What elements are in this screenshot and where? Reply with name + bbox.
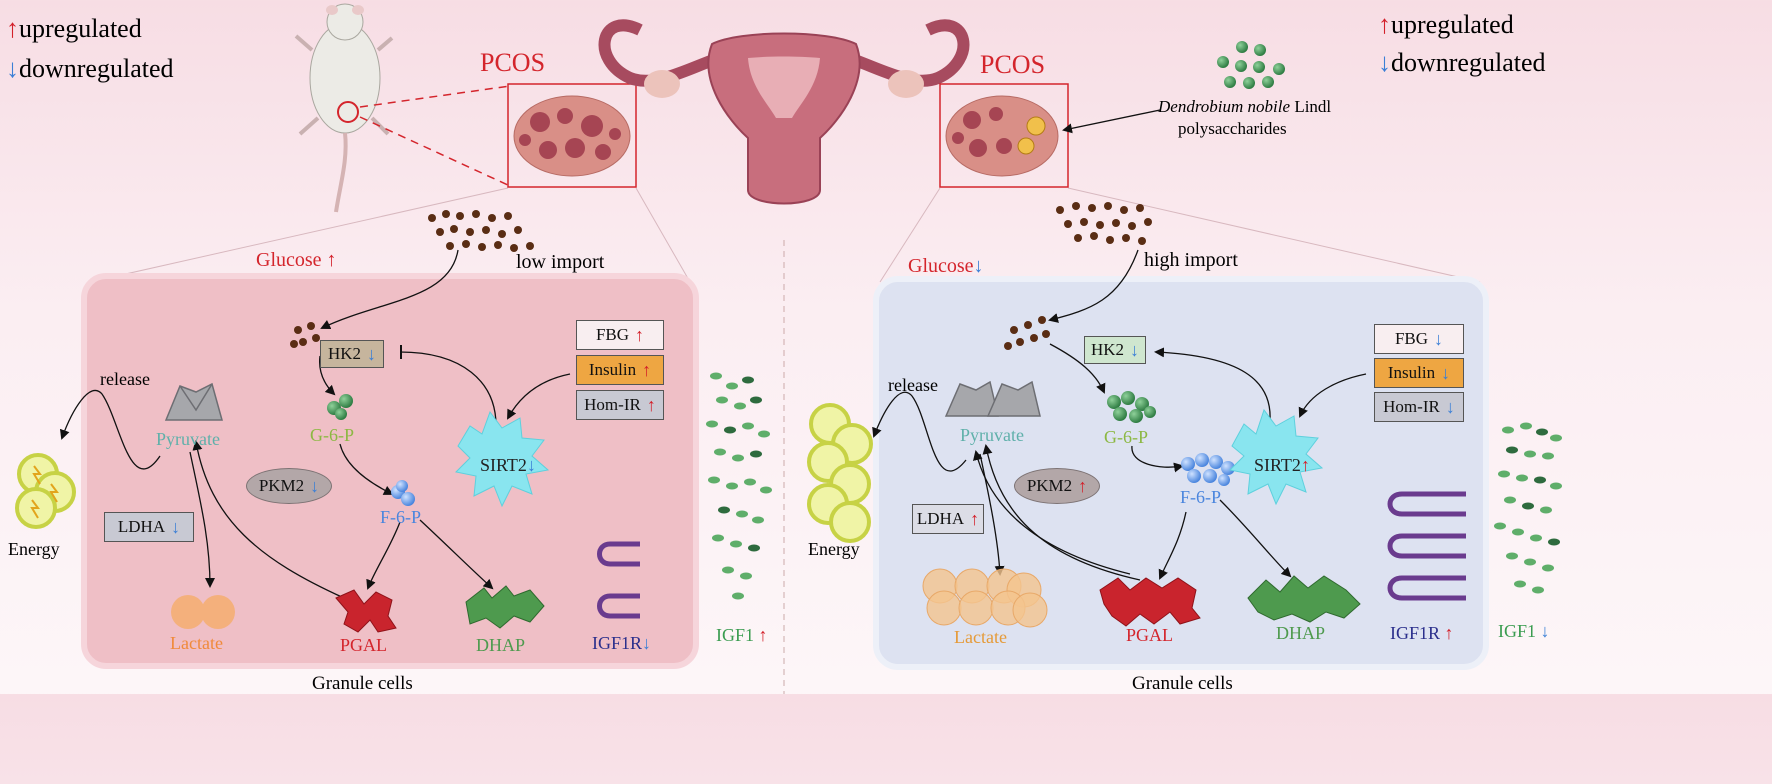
pyruvate-molecule-icon	[164, 382, 223, 421]
lactate-right-icon	[922, 568, 1048, 628]
igf1-particles-right-icon	[1494, 422, 1562, 594]
legend-upregulated-right: ↑upregulated	[1378, 10, 1514, 39]
left-ldha-box: LDHA↓	[104, 512, 194, 542]
sirt2-right-icon	[1228, 408, 1324, 506]
right-release-label: release	[888, 375, 938, 395]
left-homir-box: Hom-IR↑	[576, 390, 664, 420]
right-igf1r-label: IGF1R ↑	[1390, 623, 1454, 643]
right-igf1-label: IGF1 ↓	[1498, 621, 1550, 641]
left-pgal-label: PGAL	[340, 635, 388, 655]
left-igf1-label: IGF1 ↑	[716, 625, 768, 645]
energy-cells-icon	[15, 453, 76, 529]
right-pyruvate-label: Pyruvate	[960, 425, 1024, 445]
f6p-molecule-icon	[391, 480, 415, 506]
rat-icon	[294, 3, 394, 213]
g6p-molecule-icon	[327, 394, 353, 420]
left-release-label: release	[100, 369, 150, 389]
right-energy-label: Energy	[808, 539, 860, 559]
igf1r-receptor-icon	[597, 541, 640, 619]
left-glucose-label: Glucose ↑	[256, 249, 337, 271]
left-fbg-box: FBG↑	[576, 320, 664, 350]
igf1r-receptor-right-icon	[1387, 491, 1466, 601]
left-insulin-box: Insulin↑	[576, 355, 664, 385]
dhap-icon	[465, 585, 545, 629]
left-import-label: low import	[516, 251, 605, 273]
dhap-right-icon	[1247, 575, 1361, 623]
legend-downregulated-right: ↓downregulated	[1378, 48, 1546, 77]
right-lactate-label: Lactate	[954, 627, 1007, 647]
drug-name-line2: polysaccharides	[1178, 119, 1287, 138]
right-pkm2-ellipse: PKM2↑	[1014, 468, 1100, 504]
right-g6p-label: G-6-P	[1104, 427, 1148, 447]
drug-name: Dendrobium nobile Lindl	[1158, 97, 1332, 116]
right-fbg-box: FBG↓	[1374, 324, 1464, 354]
polysaccharide-beads-icon	[1217, 41, 1285, 89]
left-sirt2-label: SIRT2↓	[480, 455, 536, 475]
glucose-particles-icon	[428, 210, 534, 252]
left-cell-panel	[81, 273, 699, 669]
left-pkm2-ellipse: PKM2↓	[246, 468, 332, 504]
f6p-molecule-right-icon	[1181, 453, 1235, 486]
right-hk2-box: HK2↓	[1084, 336, 1146, 364]
legend-downregulated: ↓downregulated	[6, 54, 174, 83]
pgal-icon	[335, 589, 397, 633]
ovary-icon	[507, 83, 637, 188]
diagram-graphics	[15, 3, 1562, 694]
energy-cells-right-icon	[807, 403, 873, 543]
right-caption: Granule cells	[1132, 673, 1233, 694]
lactate-icon	[171, 595, 235, 629]
right-cell-panel	[873, 276, 1489, 670]
left-caption: Granule cells	[312, 673, 413, 694]
right-pgal-label: PGAL	[1126, 625, 1174, 645]
pcos-label-left: PCOS	[480, 48, 546, 77]
left-lactate-label: Lactate	[170, 633, 223, 653]
uterus-icon	[598, 19, 970, 205]
right-glucose-label: Glucose↓	[908, 255, 984, 277]
pcos-label-right: PCOS	[980, 50, 1046, 79]
right-insulin-box: Insulin↓	[1374, 358, 1464, 388]
right-sirt2-label: SIRT2↑	[1254, 455, 1310, 475]
right-dhap-label: DHAP	[1276, 623, 1326, 643]
left-dhap-label: DHAP	[476, 635, 526, 655]
igf1-particles-icon	[706, 372, 772, 600]
left-f6p-label: F-6-P	[380, 507, 422, 527]
left-energy-label: Energy	[8, 539, 60, 559]
ovary-treated-icon	[939, 83, 1069, 188]
left-g6p-label: G-6-P	[310, 425, 354, 445]
pyruvate-molecule-right-icon	[944, 380, 1041, 417]
sirt2-icon	[454, 410, 550, 508]
right-ldha-box: LDHA↑	[912, 504, 984, 534]
right-import-label: high import	[1144, 249, 1238, 271]
left-igf1r-label: IGF1R↓	[592, 633, 652, 653]
g6p-molecule-right-icon	[1107, 391, 1156, 423]
pgal-right-icon	[1099, 577, 1201, 627]
left-pyruvate-label: Pyruvate	[156, 429, 220, 449]
right-f6p-label: F-6-P	[1180, 487, 1222, 507]
left-hk2-box: HK2↓	[320, 340, 384, 368]
glucose-particles-right-icon	[1056, 202, 1152, 245]
legend-upregulated: ↑upregulated	[6, 14, 142, 43]
right-homir-box: Hom-IR↓	[1374, 392, 1464, 422]
